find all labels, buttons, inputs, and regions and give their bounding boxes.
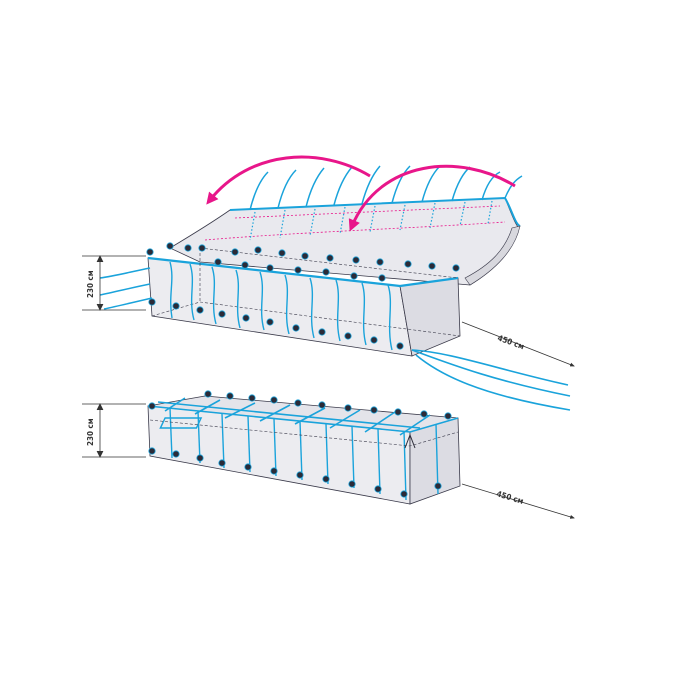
bottom-height-label: 230 см [86,418,95,446]
bottom-length-dimension [461,483,575,519]
fold-arrows [206,155,516,232]
top-length-label: 450 см [496,333,525,351]
bottom-diagram: 230 см 450 см [82,390,575,519]
container-box [99,242,571,411]
top-height-dimension [82,255,146,311]
bottom-length-label: 450 см [495,489,524,506]
bottom-height-dimension [82,403,146,458]
top-diagram: 230 см 450 см [82,155,575,411]
top-height-label: 230 см [86,270,95,298]
top-length-dimension [461,321,575,367]
